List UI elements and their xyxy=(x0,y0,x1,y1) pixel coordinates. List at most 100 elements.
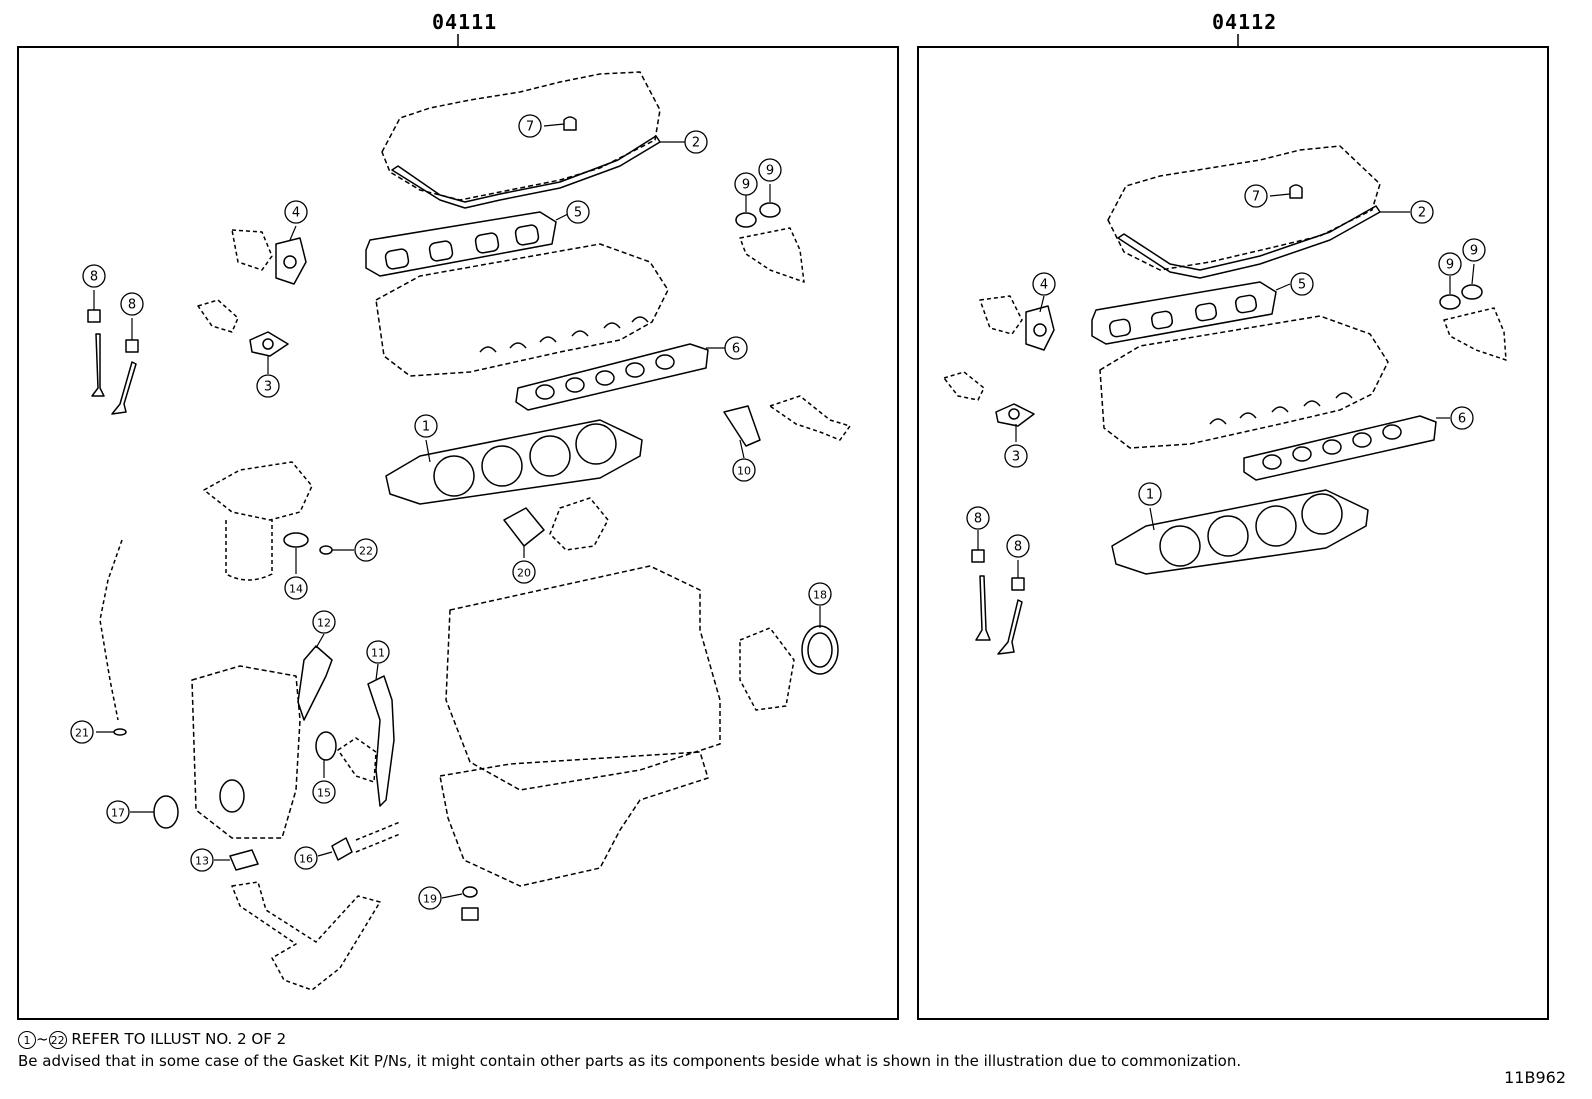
callout-number: 8 xyxy=(974,512,982,527)
figure-code: 11B962 xyxy=(1504,1068,1566,1087)
callout-balloon xyxy=(518,114,542,138)
callout-number: 18 xyxy=(813,589,827,602)
ref-tilde: ~ xyxy=(36,1030,49,1048)
filter-o-ring xyxy=(283,532,309,548)
callout-balloon xyxy=(418,886,442,910)
callout-number: 22 xyxy=(359,545,373,558)
r-water-seal-ring xyxy=(1461,284,1483,300)
callout-number: 20 xyxy=(517,567,531,580)
callout-balloon xyxy=(1004,444,1028,468)
advisory-note: Be advised that in some case of the Gask… xyxy=(18,1052,1242,1070)
head-gasket-bore xyxy=(575,423,617,465)
callout-number: 9 xyxy=(766,164,774,179)
callout-balloon xyxy=(734,172,758,196)
callout-number: 9 xyxy=(742,178,750,193)
head-gasket xyxy=(385,419,643,505)
intake-manifold-gasket xyxy=(365,211,557,277)
r-exhaust-port xyxy=(1382,424,1402,440)
callout-balloon xyxy=(1462,238,1486,262)
callout-number: 9 xyxy=(1470,244,1478,259)
callout-number: 14 xyxy=(289,583,303,596)
exhaust-manifold-gasket xyxy=(515,343,709,411)
gasket-hole xyxy=(262,338,274,350)
drain-plug xyxy=(461,907,479,921)
callout-balloon xyxy=(190,848,214,872)
head-gasket-bore xyxy=(529,435,571,477)
r-head-gasket xyxy=(1111,489,1369,575)
drain-plug-gasket xyxy=(462,886,478,898)
callout-number: 4 xyxy=(1040,278,1048,293)
callout-balloon xyxy=(70,720,94,744)
intake-port xyxy=(474,232,500,254)
pipe-gasket xyxy=(331,837,353,861)
callout-number: 21 xyxy=(75,727,89,740)
r-head-gasket-bore xyxy=(1207,515,1249,557)
r-head-ports xyxy=(1209,392,1353,425)
callout-number: 15 xyxy=(317,787,331,800)
front-oil-seal xyxy=(153,795,179,829)
callout-balloon xyxy=(256,374,280,398)
r-valve-stem-seal xyxy=(971,549,985,563)
rear-seal-retainer xyxy=(739,627,795,711)
r-valve-cover xyxy=(1107,145,1381,271)
intake-port xyxy=(384,248,410,270)
callout-balloon xyxy=(808,582,832,606)
callout-number: 9 xyxy=(1446,258,1454,273)
timing-cover-gasket xyxy=(367,675,395,807)
r-gasket-hole xyxy=(1033,323,1047,337)
callout-balloon xyxy=(294,846,318,870)
oil-filter-bracket xyxy=(203,461,313,521)
callout-balloon xyxy=(732,458,756,482)
exhaust-port xyxy=(565,377,585,393)
callout-balloon xyxy=(106,800,130,824)
cylinder-head xyxy=(375,243,669,377)
r-sensor xyxy=(943,371,985,401)
ref-start-callout: 1 xyxy=(18,1030,36,1049)
exhaust-port xyxy=(535,384,555,400)
r-exhaust-valve xyxy=(997,599,1023,655)
exhaust-port xyxy=(595,370,615,386)
head-gasket-bore xyxy=(433,455,475,497)
callout-balloon xyxy=(284,200,308,224)
r-cam-housing xyxy=(979,295,1023,335)
callout-balloon xyxy=(1290,272,1314,296)
exhaust-port xyxy=(625,362,645,378)
water-pump-gasket xyxy=(297,645,333,721)
sensor-gasket xyxy=(249,331,289,357)
callout-number: 11 xyxy=(371,647,385,660)
callout-balloon xyxy=(284,576,308,600)
callout-number: 4 xyxy=(292,206,300,221)
valve-cover-gasket xyxy=(391,135,661,209)
r-exhaust-port xyxy=(1262,454,1282,470)
valve-stem-seal xyxy=(87,309,101,323)
r-cylinder-head xyxy=(1099,315,1389,449)
intake-valve xyxy=(91,333,105,397)
head-ports xyxy=(479,316,649,353)
bypass-gasket xyxy=(723,405,761,447)
callout-balloon xyxy=(566,200,590,224)
ref-end-callout: 22 xyxy=(48,1030,67,1049)
r-valve-stem-seal xyxy=(1011,577,1025,591)
callout-balloon xyxy=(366,640,390,664)
oil-strainer xyxy=(231,881,381,991)
callout-number: 1 xyxy=(422,420,430,435)
r-head-gasket-bore xyxy=(1159,525,1201,567)
callout-number: 10 xyxy=(737,465,751,478)
callout-number: 5 xyxy=(1298,278,1306,293)
callout-balloon xyxy=(724,336,748,360)
water-seal-ring xyxy=(735,212,757,228)
head-gasket-bore xyxy=(481,445,523,487)
callout-balloon xyxy=(354,538,378,562)
rear-oil-seal-inner xyxy=(807,632,833,668)
callout-number: 8 xyxy=(90,270,98,285)
exhaust-port xyxy=(655,354,675,370)
r-exhaust-manifold-gasket xyxy=(1243,415,1437,481)
sensor xyxy=(197,299,239,333)
reference-note: 1~22 REFER TO ILLUST NO. 2 OF 2 xyxy=(18,1030,286,1049)
small-o-ring xyxy=(319,545,333,555)
oil-pipe xyxy=(355,821,401,853)
callout-number: 8 xyxy=(128,298,136,313)
dipstick-tube xyxy=(99,539,123,721)
